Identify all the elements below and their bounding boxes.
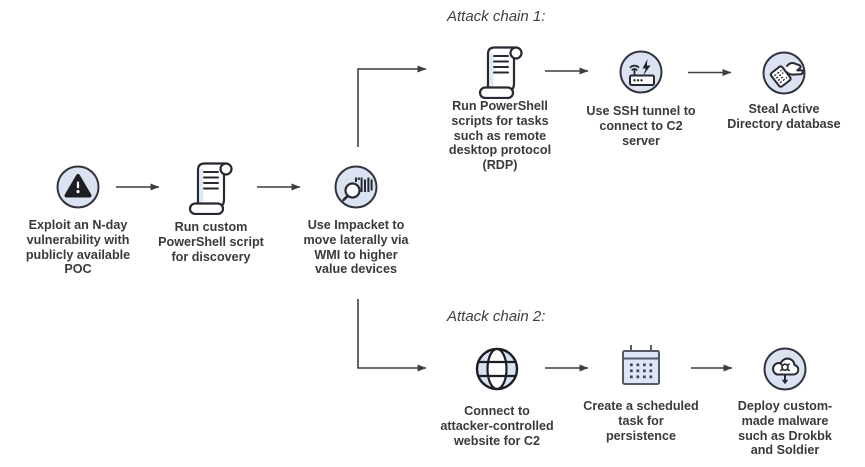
scroll-icon <box>476 43 526 99</box>
schtask-node-label: Create a scheduled task for persistence <box>583 399 699 443</box>
impacket-node-label: Use Impacket to move laterally via WMI t… <box>303 218 409 277</box>
rdp-node-label: Run PowerShell scripts for tasks such as… <box>448 99 552 173</box>
attack-chain-2-title: Attack chain 2: <box>447 308 546 325</box>
steal-node-label: Steal Active Directory database <box>727 102 841 131</box>
router-lightning-icon <box>619 50 663 94</box>
cloud-malware-icon <box>763 347 807 391</box>
magnifier-barcode-icon <box>334 165 378 209</box>
ssh-node-label: Use SSH tunnel to connect to C2 server <box>586 104 696 148</box>
scroll-icon <box>186 159 236 215</box>
calendar-icon <box>618 342 664 390</box>
globe-icon <box>474 346 520 392</box>
exploit-node-label: Exploit an N-day vulnerability with publ… <box>25 218 131 277</box>
c2web-node-label: Connect to attacker-controlled website f… <box>440 404 554 448</box>
discovery-node-label: Run custom PowerShell script for discove… <box>158 220 264 264</box>
hand-stealing-card-icon <box>762 51 806 95</box>
malware-node-label: Deploy custom- made malware such as Drok… <box>737 399 833 458</box>
attack-chain-1-title: Attack chain 1: <box>447 8 546 25</box>
warning-icon <box>56 165 100 209</box>
